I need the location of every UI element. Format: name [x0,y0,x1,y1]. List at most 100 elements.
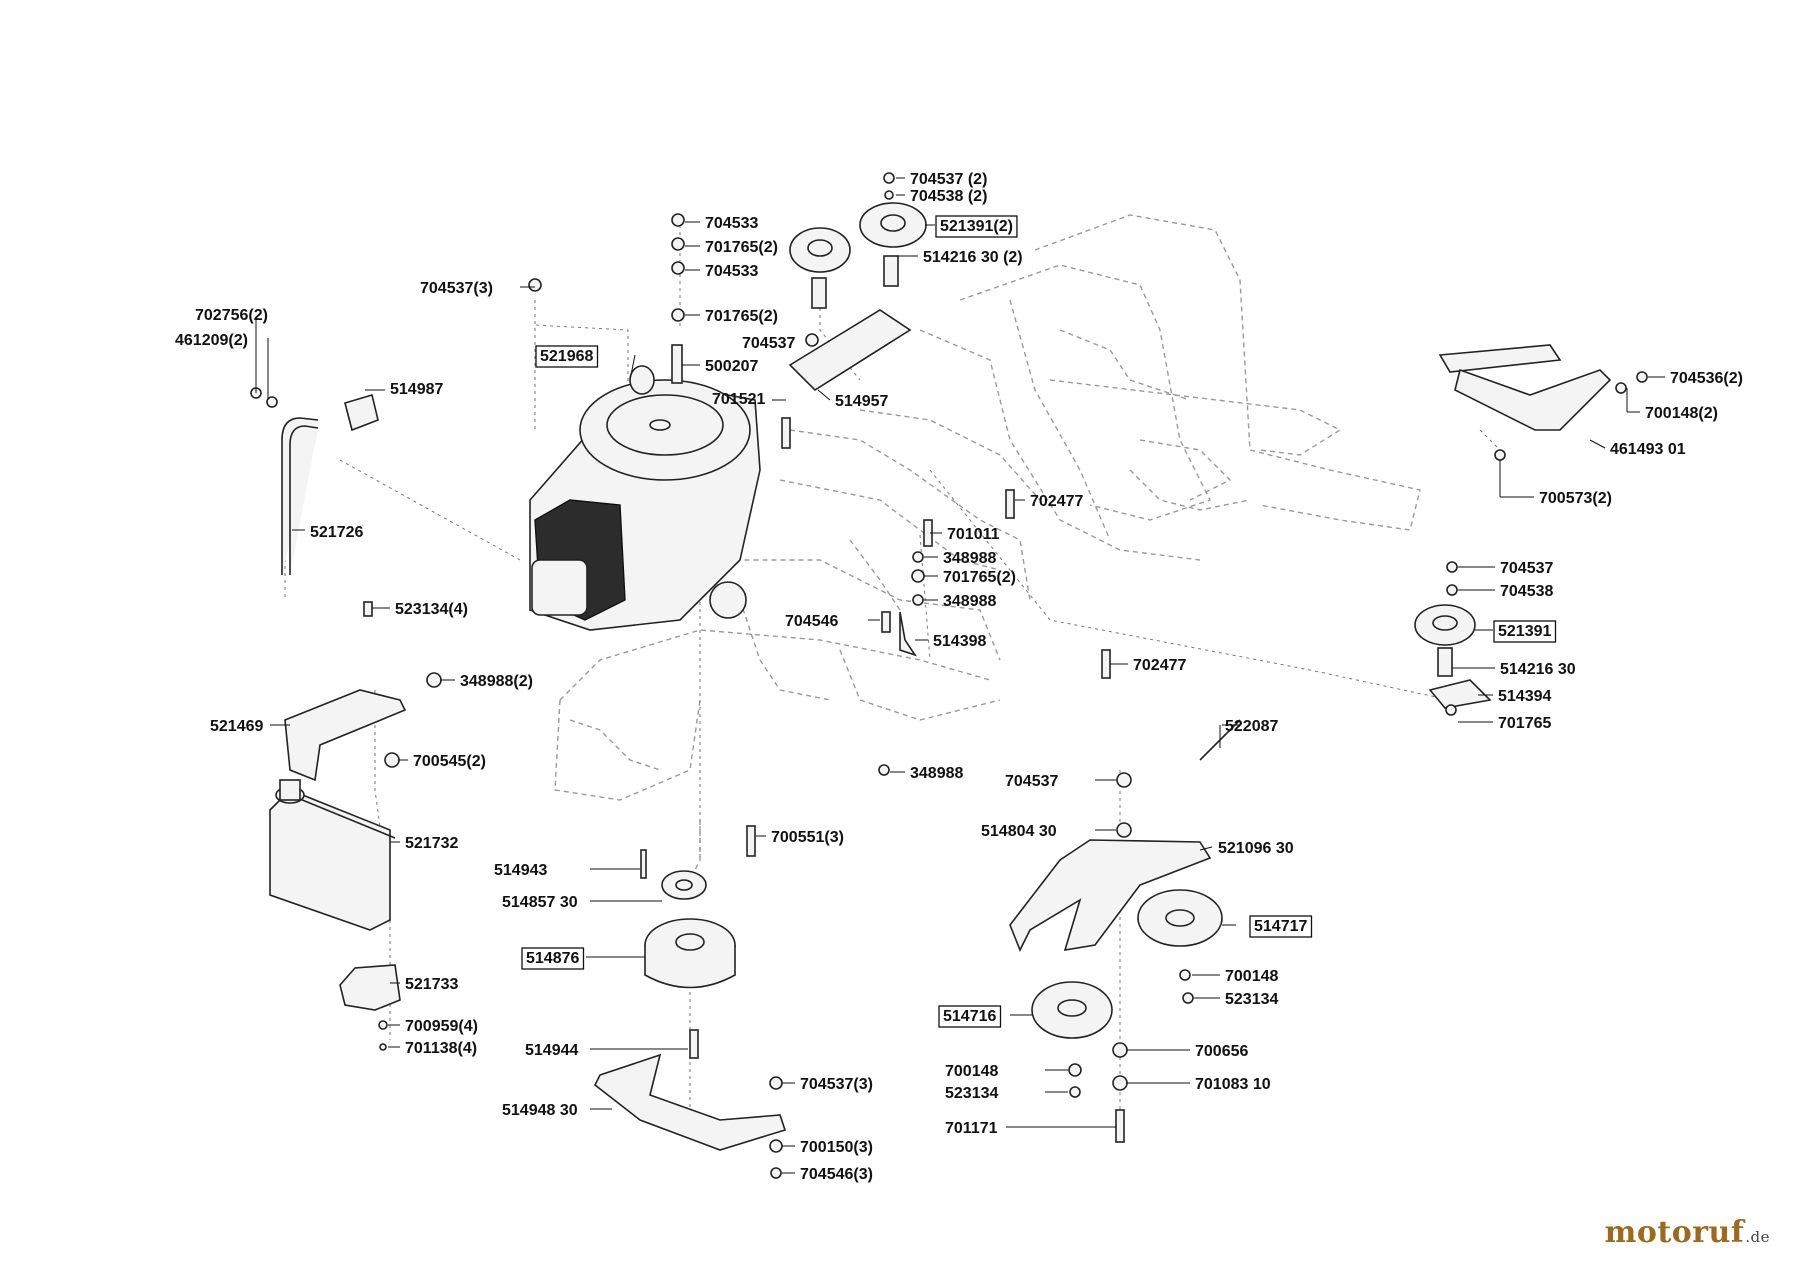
idler-pulley-v [1031,981,1113,1039]
part-label-p60: 700148 [1225,968,1278,985]
part-number-p09: 704537 [742,335,795,352]
part-label-p25: 700959(4) [405,1018,478,1035]
part-number-p14: 702756(2) [195,307,268,324]
watermark-suffix: .de [1745,1228,1770,1246]
part-label-p48: 700573(2) [1539,490,1612,507]
part-label-p54: 701765 [1498,715,1551,732]
part-number-p40: 514944 [525,1042,578,1059]
part-label-p43: 700150(3) [800,1139,873,1156]
part-label-p40: 514944 [525,1042,578,1059]
part-label-p57: 514804 30 [981,823,1057,840]
muffler-guard [339,964,401,1011]
idler-pulley-flat [1137,889,1223,947]
muffler-bracket [284,689,407,782]
part-label-p50: 704538 [1500,583,1553,600]
part-label-p46: 700148(2) [1645,405,1718,422]
part-number-p63: 700656 [1195,1043,1248,1060]
part-label-p53: 514394 [1498,688,1551,705]
part-label-p35: 348988 [910,765,963,782]
part-number-p08: 701765(2) [705,308,778,325]
part-number-p13: 704537(3) [420,280,493,297]
part-label-p10: 500207 [705,358,758,375]
part-number-p06: 701765(2) [705,239,778,256]
part-number-p25: 700959(4) [405,1018,478,1035]
pulley-top-right [859,202,927,287]
part-number-p60: 700148 [1225,968,1278,985]
idler-arm [1009,839,1212,952]
part-label-p02: 704538 (2) [910,188,987,205]
part-box-p59 [1249,915,1313,938]
part-number-p58: 521096 30 [1218,840,1294,857]
part-number-p43: 700150(3) [800,1139,873,1156]
part-number-p39: 514876 [526,950,579,967]
part-number-p34: 702477 [1133,657,1186,674]
part-label-p38: 514857 30 [502,894,578,911]
part-label-p24: 521733 [405,976,458,993]
part-number-p05: 704533 [705,215,758,232]
part-number-p49: 704537 [1500,560,1553,577]
part-label-p58: 521096 30 [1218,840,1294,857]
part-number-p16: 514987 [390,381,443,398]
part-label-p55: 522087 [1225,718,1278,735]
part-number-p35: 348988 [910,765,963,782]
part-label-p27: 702477 [1030,493,1083,510]
part-number-p50: 704538 [1500,583,1553,600]
part-label-p33: 514398 [933,633,986,650]
part-number-p29: 348988 [943,550,996,567]
part-label-p29: 348988 [943,550,996,567]
part-number-p20: 348988(2) [460,673,533,690]
part-label-p56: 704537 [1005,773,1058,790]
part-label-p13: 704537(3) [420,280,493,297]
clutch-pulley [661,870,707,900]
part-number-p02: 704538 (2) [910,188,987,205]
part-box-p03 [935,215,1018,238]
part-label-p30: 701765(2) [943,569,1016,586]
part-number-p38: 514857 30 [502,894,578,911]
part-number-p41: 704537(3) [800,1076,873,1093]
part-number-p21: 521469 [210,718,263,735]
part-label-p51: 521391 [1493,620,1557,643]
part-label-p52: 514216 30 [1500,661,1576,678]
part-label-p47: 461493 01 [1610,441,1686,458]
part-label-p06: 701765(2) [705,239,778,256]
part-label-p65: 701083 10 [1195,1076,1271,1093]
part-label-p45: 704536(2) [1670,370,1743,387]
pulley-top-left [789,227,851,309]
part-label-p09: 704537 [742,335,795,352]
leader-lines [255,177,1665,1174]
part-label-p08: 701765(2) [705,308,778,325]
part-number-p46: 700148(2) [1645,405,1718,422]
part-label-p44: 704546(3) [800,1166,873,1183]
part-number-p17: 521968 [540,348,593,365]
part-number-p48: 700573(2) [1539,490,1612,507]
part-number-p37: 514943 [494,862,547,879]
exhaust-pipe [281,393,379,575]
part-label-p11: 514957 [835,393,888,410]
part-number-p62: 514716 [943,1008,996,1025]
part-label-p28: 701011 [947,526,1000,543]
part-label-p36: 700551(3) [771,829,844,846]
part-label-p05: 704533 [705,215,758,232]
fasteners [250,172,1648,1179]
idler-bracket [788,309,912,392]
part-number-p33: 514398 [933,633,986,650]
part-label-p14: 702756(2) [195,307,268,324]
part-box-p62 [938,1005,1002,1028]
part-number-p47: 461493 01 [1610,441,1686,458]
part-number-p28: 701011 [947,526,1000,543]
part-label-p66: 523134 [945,1085,998,1102]
part-label-p22: 700545(2) [413,753,486,770]
part-number-p56: 704537 [1005,773,1058,790]
part-label-p16: 514987 [390,381,443,398]
part-label-p01: 704537 (2) [910,171,987,188]
part-number-p52: 514216 30 [1500,661,1576,678]
part-number-p01: 704537 (2) [910,171,987,188]
part-number-p24: 521733 [405,976,458,993]
part-label-p49: 704537 [1500,560,1553,577]
part-label-p12: 701521 [712,391,765,408]
muffler [269,779,396,931]
clutch-bracket [593,1053,787,1151]
part-number-p03: 521391(2) [940,218,1013,235]
part-number-p54: 701765 [1498,715,1551,732]
part-labels: 704537 (2)704538 (2)521391(2)514216 30 (… [175,171,1743,1183]
